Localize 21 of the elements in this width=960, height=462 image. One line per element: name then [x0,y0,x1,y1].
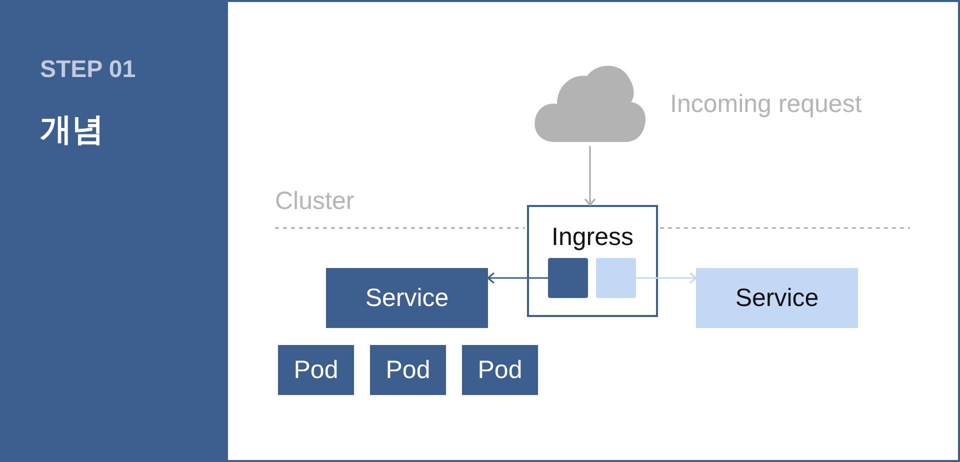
pod-box [370,345,446,395]
caption-text: Incoming request [670,90,862,119]
pod-box [462,345,538,395]
ingress-box [527,205,658,317]
node-label: Ingress [552,223,634,252]
node-label: Pod [478,356,522,384]
step-label: STEP 01 [40,56,136,84]
node-label: Service [735,284,819,312]
cluster-label: Cluster [275,187,354,216]
arrow [487,272,548,284]
service-box [326,268,488,328]
square-block [596,258,636,298]
arrow [584,146,596,206]
service-box [696,268,858,328]
arrow [636,272,697,284]
node-label: Service [365,284,449,312]
panel-title: 개념 [40,110,104,149]
node-label: Pod [294,356,338,384]
pod-box [278,345,354,395]
square-block [548,258,588,298]
node-label: Pod [386,356,430,384]
